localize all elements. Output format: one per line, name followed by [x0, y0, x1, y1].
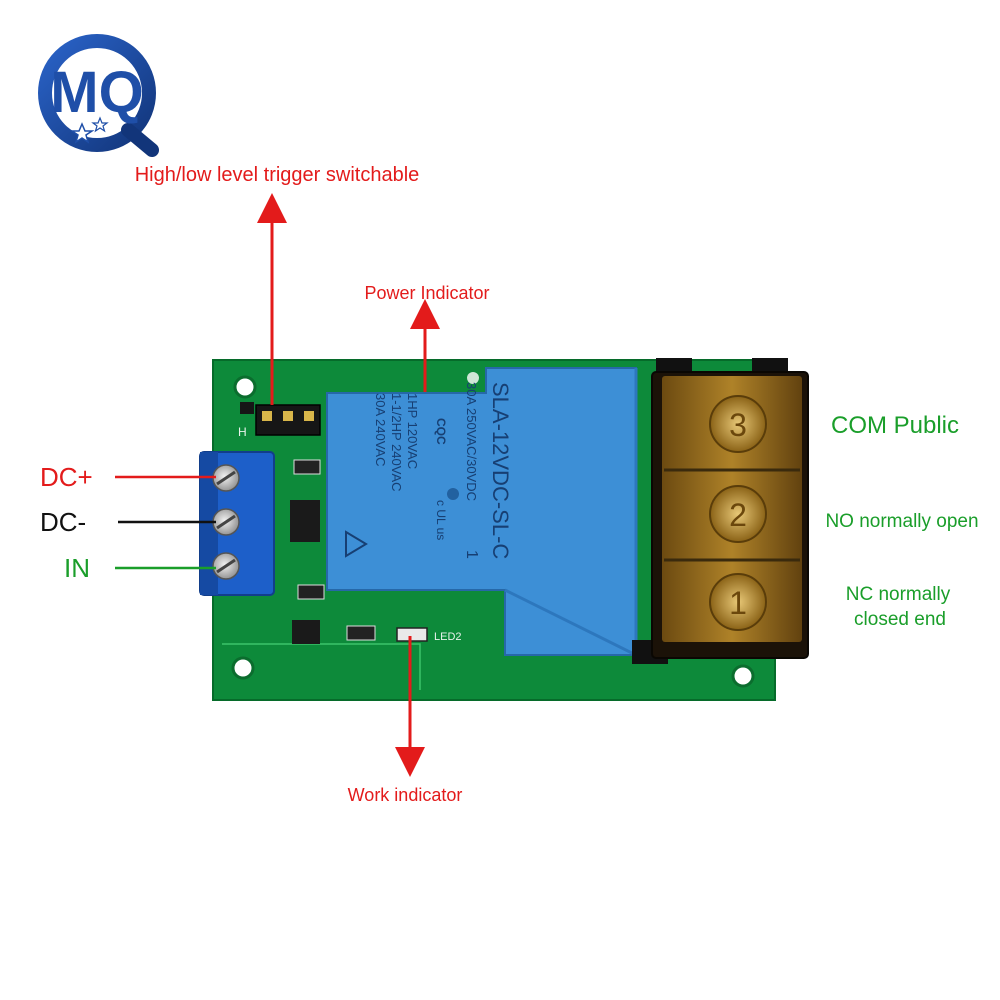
brand-logo: MQ: [38, 34, 159, 157]
nc-label-line2: closed end: [854, 609, 946, 630]
screw-nc: 1: [709, 573, 767, 631]
screw-in: [212, 552, 240, 580]
smd-transistor: [292, 620, 320, 644]
screw-dc-plus: [212, 464, 240, 492]
logo-star-icon: [69, 122, 95, 144]
screw-dc-minus: [212, 508, 240, 536]
smd-resistor: [297, 584, 325, 600]
smd-resistor: [346, 625, 376, 641]
relay-edge: [504, 368, 638, 657]
terminal-number: 1: [729, 585, 747, 621]
callout-arrows: [257, 193, 440, 777]
screw-no: 2: [709, 485, 767, 543]
relay-rating-2: 1HP 120VAC: [405, 393, 420, 469]
relay-model: SLA-12VDC-SL-C: [488, 382, 513, 559]
jumper-cap: [240, 402, 254, 414]
in-label: IN: [64, 553, 90, 583]
relay-cert: CQC: [434, 418, 448, 445]
work-indicator-label: Work indicator: [348, 785, 463, 805]
smd-resistor: [293, 459, 321, 475]
led-silkscreen-label: LED2: [434, 631, 462, 643]
mounting-hole: [233, 375, 257, 399]
trigger-switch-label: High/low level trigger switchable: [135, 164, 420, 186]
mounting-hole: [731, 664, 755, 688]
mounting-hole: [231, 656, 255, 680]
logo-q-tail: [121, 123, 159, 157]
logo-letters: MQ: [50, 60, 143, 125]
relay-rating-1: 30A 250VAC/30VDC: [464, 382, 479, 501]
relay-ul-mark: c UL us: [434, 500, 448, 540]
jumper-mark: H: [238, 425, 247, 439]
jumper-pin: [262, 411, 272, 421]
screw-com: 3: [709, 395, 767, 453]
dc-minus-label: DC-: [40, 507, 86, 537]
relay-cert-triangle-icon: [345, 530, 368, 558]
smd-led: [396, 627, 428, 642]
relay-rating-3: 1-1/2HP 240VAC: [389, 393, 404, 492]
logo-ring: [38, 34, 156, 152]
input-terminal-side: [200, 452, 218, 595]
com-label: COM Public: [831, 412, 959, 439]
output-terminal-block: 3 2 1: [632, 358, 809, 664]
power-indicator-label: Power Indicator: [364, 283, 489, 303]
mounting-hole: [467, 372, 479, 384]
logo-star-icon: [91, 116, 109, 133]
smd-diode: [290, 500, 320, 542]
terminal-number: 2: [729, 497, 747, 533]
input-wire-lines: [115, 475, 216, 570]
jumper-pin: [283, 411, 293, 421]
relay-printed-text: SLA-12VDC-SL-C 30A 250VAC/30VDC 1HP 120V…: [373, 382, 513, 559]
relay-rating-4: 30A 240VAC: [373, 393, 388, 466]
dc-plus-label: DC+: [40, 462, 93, 492]
nc-label-line1: NC normally: [846, 584, 951, 605]
relay-mark-dot: [447, 488, 459, 500]
relay: SLA-12VDC-SL-C 30A 250VAC/30VDC 1HP 120V…: [326, 367, 638, 657]
input-terminal-block: [199, 451, 275, 596]
jumper-header: H: [238, 402, 321, 439]
terminal-number: 3: [729, 407, 747, 443]
jumper-pin: [304, 411, 314, 421]
smd-components: LED2: [290, 459, 462, 644]
relay-pin-mark: 1: [463, 550, 480, 559]
no-label: NO normally open: [825, 511, 978, 532]
